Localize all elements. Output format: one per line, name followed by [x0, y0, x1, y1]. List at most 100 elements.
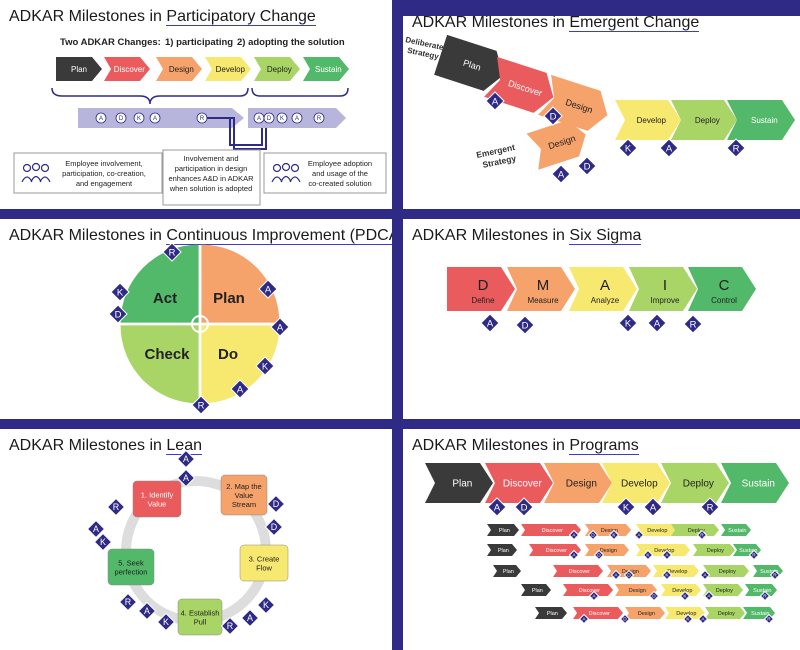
box-employee-adoption [263, 152, 387, 194]
adkar-diamond: K [110, 282, 130, 302]
svg-text:D: D [591, 533, 595, 539]
participatory-diagram: Two ADKAR Changes: 1) participating 2) a… [13, 37, 387, 206]
adkar-diamond: A [551, 164, 571, 184]
adkar-dot: A [253, 112, 265, 124]
quadrant-act [120, 244, 199, 323]
svg-text:A: A [707, 594, 711, 600]
dmaic-letter: C [719, 277, 730, 294]
dmaic-letter: I [663, 277, 667, 294]
svg-text:A: A [265, 284, 272, 295]
mini-phase-chevron: Discover [563, 584, 613, 596]
dmaic-chevron: C Control [688, 267, 756, 311]
program-phase-chevron: Design [544, 463, 612, 503]
adkar-diamond: A [137, 601, 157, 621]
adkar-diamond: D [577, 156, 597, 176]
svg-text:D: D [522, 320, 529, 331]
svg-text:K: K [646, 553, 650, 559]
adkar-dot: R [196, 112, 208, 124]
svg-text:K: K [100, 537, 106, 547]
svg-text:A: A [183, 473, 189, 483]
adkar-diamond: K [93, 532, 113, 552]
phase-label: Develop [667, 569, 687, 575]
dmaic-name: Measure [527, 296, 559, 305]
phase-label: Sustain [315, 65, 342, 74]
dmaic-name: Control [711, 296, 737, 305]
mini-adkar-diamond: A [699, 569, 711, 581]
phase-label: Deploy [267, 65, 292, 74]
adkar-diamond: R [118, 592, 138, 612]
adkar-diamond: R [162, 242, 182, 262]
phase-chevron: Plan [56, 57, 102, 81]
mini-adkar-diamond: A [703, 590, 715, 602]
phase-label: Deploy [683, 479, 714, 490]
adkar-dot: A [291, 112, 303, 124]
mini-phase-chevron: Sustain [745, 584, 777, 596]
phase-label: Discover [579, 588, 601, 594]
phase-label: Sustain [751, 116, 778, 125]
mini-phase-chevron: Deploy [703, 584, 743, 596]
svg-text:D: D [119, 116, 124, 122]
quadrant-do [201, 325, 280, 404]
mini-phase-chevron: Discover [573, 607, 623, 619]
svg-text:A: A [666, 143, 673, 154]
dmaic-letter: D [478, 277, 489, 294]
svg-text:K: K [280, 116, 284, 122]
panel-title: ADKAR Milestones in Six Sigma [412, 227, 642, 245]
mini-adkar-diamond: D [593, 549, 605, 561]
svg-text:D: D [271, 522, 277, 532]
mini-phase-chevron: Plan [487, 544, 517, 556]
panel-participatory-change: ADKAR Milestones in Participatory Change… [0, 0, 392, 209]
svg-text:A: A [153, 116, 157, 122]
mini-adkar-diamond: A [568, 549, 580, 561]
dmaic-name: Improve [651, 296, 680, 305]
mini-adkar-diamond: A [661, 549, 673, 561]
svg-text:R: R [317, 116, 322, 122]
program-phase-chevron: Plan [425, 463, 493, 503]
svg-text:D: D [597, 553, 601, 559]
mini-adkar-diamond: K [642, 549, 654, 561]
mini-adkar-diamond: A [697, 613, 709, 625]
phase-label: Sustain [742, 479, 775, 490]
dmaic-name: Define [471, 296, 495, 305]
mini-phase-chevron: Develop [653, 565, 699, 577]
svg-text:D: D [584, 161, 591, 172]
adkar-dot: K [276, 112, 288, 124]
adkar-dot: A [95, 112, 107, 124]
box-left-text: Employee involvement,participation, co-c… [62, 159, 146, 188]
phase-label: Plan [499, 528, 510, 534]
phase-label: Deploy [707, 548, 724, 554]
panel-title: ADKAR Milestones in Emergent Change [412, 16, 700, 32]
dmaic-name: Analyze [591, 296, 620, 305]
adkar-diamond: D [514, 497, 534, 517]
adkar-diamond: A [258, 279, 278, 299]
mini-adkar-diamond: A [610, 569, 622, 581]
svg-text:K: K [612, 533, 616, 539]
phase-label: Develop [637, 116, 667, 125]
svg-text:R: R [752, 553, 756, 559]
mini-adkar-diamond: A [588, 590, 600, 602]
svg-text:R: R [198, 400, 205, 411]
mini-phase-chevron: Discover [553, 565, 603, 577]
people-icon [271, 162, 301, 183]
adkar-diamond: D [543, 106, 563, 126]
svg-text:R: R [200, 116, 205, 122]
phase-label: Discover [114, 65, 145, 74]
svg-text:D: D [115, 309, 122, 320]
emergent-diagram: DeliberateStrategy EmergentStrategy Plan… [405, 34, 795, 184]
phase-label: Sustain [760, 569, 778, 575]
phase-chevron-plan: Plan [434, 34, 504, 91]
quadrant-plan [201, 244, 280, 323]
adkar-diamond: K [256, 595, 276, 615]
adkar-diamond: R [106, 497, 126, 517]
svg-text:R: R [690, 319, 697, 330]
adkar-diamond: A [643, 497, 663, 517]
svg-text:A: A [492, 96, 499, 107]
phase-label: Discover [542, 528, 564, 534]
svg-text:R: R [700, 533, 704, 539]
svg-text:R: R [227, 621, 234, 631]
